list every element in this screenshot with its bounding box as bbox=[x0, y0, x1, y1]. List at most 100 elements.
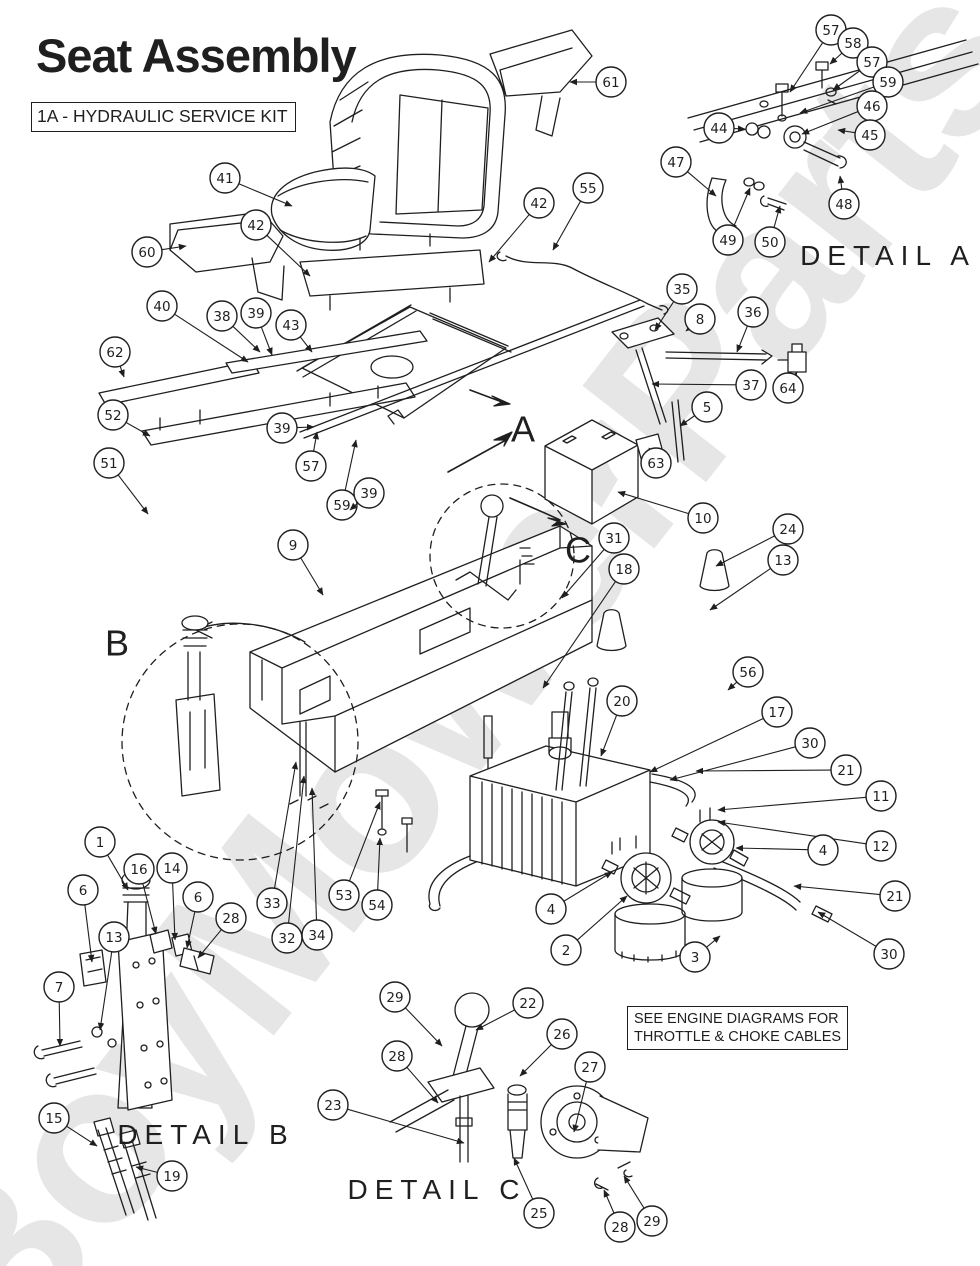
callout-balloon-48 bbox=[828, 188, 860, 220]
callout-balloon-24 bbox=[772, 513, 804, 545]
leader-line-52 bbox=[125, 421, 151, 437]
leader-line-57 bbox=[312, 431, 320, 452]
callout-number-18: 18 bbox=[615, 562, 632, 578]
callout-number-13: 13 bbox=[105, 930, 122, 946]
leader-line-27 bbox=[572, 1081, 587, 1133]
callout-number-56: 56 bbox=[739, 665, 756, 681]
callout-balloon-33 bbox=[256, 887, 288, 919]
callout-number-1: 1 bbox=[96, 835, 105, 851]
callout-number-37: 37 bbox=[742, 378, 759, 394]
callout-number-30: 30 bbox=[801, 736, 818, 752]
callout-number-49: 49 bbox=[719, 233, 736, 249]
leader-line-35 bbox=[654, 301, 675, 331]
callout-balloon-58 bbox=[837, 27, 869, 59]
leader-line-30 bbox=[669, 746, 796, 782]
callout-number-54: 54 bbox=[368, 898, 385, 914]
callout-number-33: 33 bbox=[263, 896, 280, 912]
callout-number-57: 57 bbox=[302, 459, 319, 475]
leader-line-13 bbox=[709, 568, 771, 611]
leader-line-33 bbox=[273, 761, 299, 889]
page-title: Seat Assembly bbox=[36, 29, 357, 82]
leader-line-59 bbox=[799, 86, 875, 114]
callout-balloon-22 bbox=[512, 987, 544, 1019]
leader-line-49 bbox=[733, 187, 751, 227]
detail-label-detail-c: DETAIL C bbox=[348, 1174, 527, 1205]
callout-number-16: 16 bbox=[130, 862, 147, 878]
callout-number-39: 39 bbox=[273, 421, 290, 437]
callout-number-5: 5 bbox=[703, 400, 712, 416]
leader-line-29 bbox=[404, 1007, 443, 1047]
leader-line-22 bbox=[475, 1009, 515, 1031]
detail-label-detail-b: DETAIL B bbox=[117, 1119, 294, 1150]
leader-line-10 bbox=[617, 490, 689, 515]
leader-line-24 bbox=[715, 535, 775, 567]
leader-line-45 bbox=[837, 127, 856, 135]
callout-balloon-42 bbox=[523, 187, 555, 219]
leader-line-60 bbox=[161, 243, 187, 251]
callout-balloon-3 bbox=[679, 941, 711, 973]
callout-balloon-61 bbox=[595, 66, 627, 98]
leader-line-9 bbox=[300, 557, 324, 596]
callout-balloon-12 bbox=[865, 830, 897, 862]
callout-number-55: 55 bbox=[579, 181, 596, 197]
callout-balloon-57 bbox=[295, 450, 327, 482]
leader-line-62 bbox=[118, 365, 125, 378]
callout-number-41: 41 bbox=[216, 171, 233, 187]
callout-number-8: 8 bbox=[696, 312, 705, 328]
callout-number-38: 38 bbox=[213, 309, 230, 325]
callout-balloon-29 bbox=[379, 981, 411, 1013]
leader-line-34 bbox=[308, 787, 318, 921]
callout-balloon-29 bbox=[636, 1205, 668, 1237]
callout-number-21: 21 bbox=[837, 763, 854, 779]
leader-line-28 bbox=[197, 929, 222, 959]
callout-number-35: 35 bbox=[673, 282, 690, 298]
callout-balloon-56 bbox=[732, 656, 764, 688]
callout-number-19: 19 bbox=[163, 1169, 180, 1185]
leader-line-26 bbox=[519, 1044, 552, 1077]
section-letter-c: C bbox=[565, 530, 591, 571]
callout-number-36: 36 bbox=[744, 305, 761, 321]
leader-line-16 bbox=[142, 883, 158, 935]
callout-balloon-36 bbox=[737, 296, 769, 328]
leader-line-31 bbox=[561, 548, 605, 599]
leader-line-28 bbox=[406, 1066, 439, 1104]
callout-balloon-39 bbox=[240, 297, 272, 329]
callout-number-32: 32 bbox=[278, 931, 295, 947]
leader-line-7 bbox=[56, 1001, 64, 1047]
leader-line-41 bbox=[238, 183, 293, 207]
leader-line-46 bbox=[801, 111, 859, 135]
callout-number-29: 29 bbox=[643, 1214, 660, 1230]
callout-number-58: 58 bbox=[844, 36, 861, 52]
callout-balloon-64 bbox=[772, 372, 804, 404]
callout-balloon-28 bbox=[381, 1040, 413, 1072]
leader-line-37 bbox=[651, 380, 737, 388]
callout-balloon-21 bbox=[830, 754, 862, 786]
callout-number-43: 43 bbox=[282, 318, 299, 334]
callout-balloon-39 bbox=[266, 412, 298, 444]
leader-line-57 bbox=[832, 70, 861, 91]
callout-balloon-38 bbox=[206, 300, 238, 332]
callout-balloon-9 bbox=[277, 529, 309, 561]
callout-balloon-20 bbox=[606, 685, 638, 717]
callout-balloon-63 bbox=[640, 447, 672, 479]
leader-line-11 bbox=[717, 796, 867, 813]
leader-line-25 bbox=[513, 1157, 534, 1200]
callout-number-6: 6 bbox=[194, 890, 203, 906]
callout-number-25: 25 bbox=[530, 1206, 547, 1222]
callout-number-7: 7 bbox=[55, 980, 64, 996]
callout-number-57: 57 bbox=[863, 55, 880, 71]
leader-line-55 bbox=[552, 200, 582, 251]
leader-line-5 bbox=[679, 415, 696, 427]
callout-balloon-59 bbox=[872, 66, 904, 98]
callout-number-60: 60 bbox=[138, 245, 155, 261]
callout-number-31: 31 bbox=[605, 531, 622, 547]
callout-number-39: 39 bbox=[247, 306, 264, 322]
leader-line-39 bbox=[260, 326, 273, 356]
callout-number-51: 51 bbox=[100, 456, 117, 472]
callout-number-17: 17 bbox=[768, 705, 785, 721]
leader-line-2 bbox=[576, 895, 628, 941]
callout-balloon-53 bbox=[328, 879, 360, 911]
leader-line-12 bbox=[717, 819, 867, 845]
callout-balloon-42 bbox=[240, 209, 272, 241]
callout-balloon-45 bbox=[854, 119, 886, 151]
